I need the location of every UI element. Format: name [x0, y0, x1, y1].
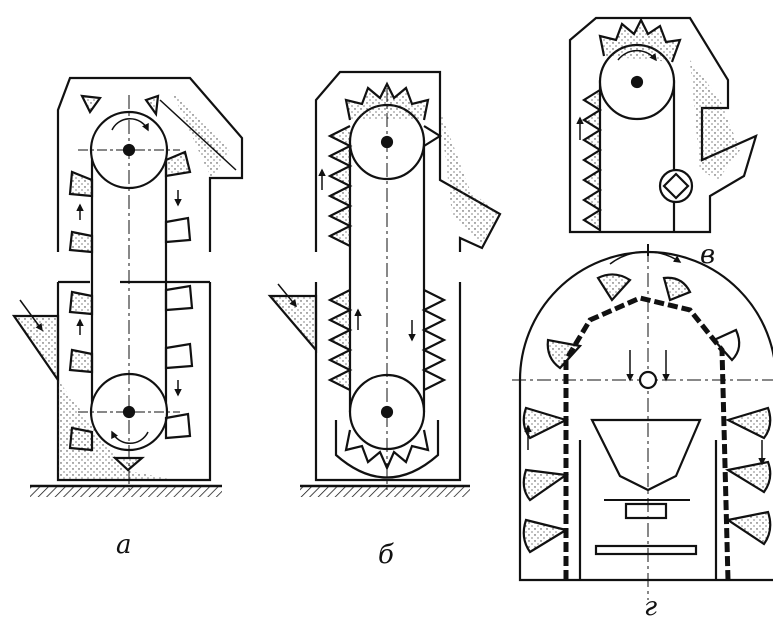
panel-label-g: г [644, 592, 658, 622]
panel-label-v: в [700, 240, 716, 270]
panel-a-drawing [11, 76, 244, 497]
panel-g-drawing [512, 248, 773, 600]
panel-label-a: а [116, 530, 132, 560]
panel-label-b: б [378, 540, 394, 570]
panel-v-drawing [568, 16, 758, 234]
panel-b-drawing [267, 70, 502, 497]
